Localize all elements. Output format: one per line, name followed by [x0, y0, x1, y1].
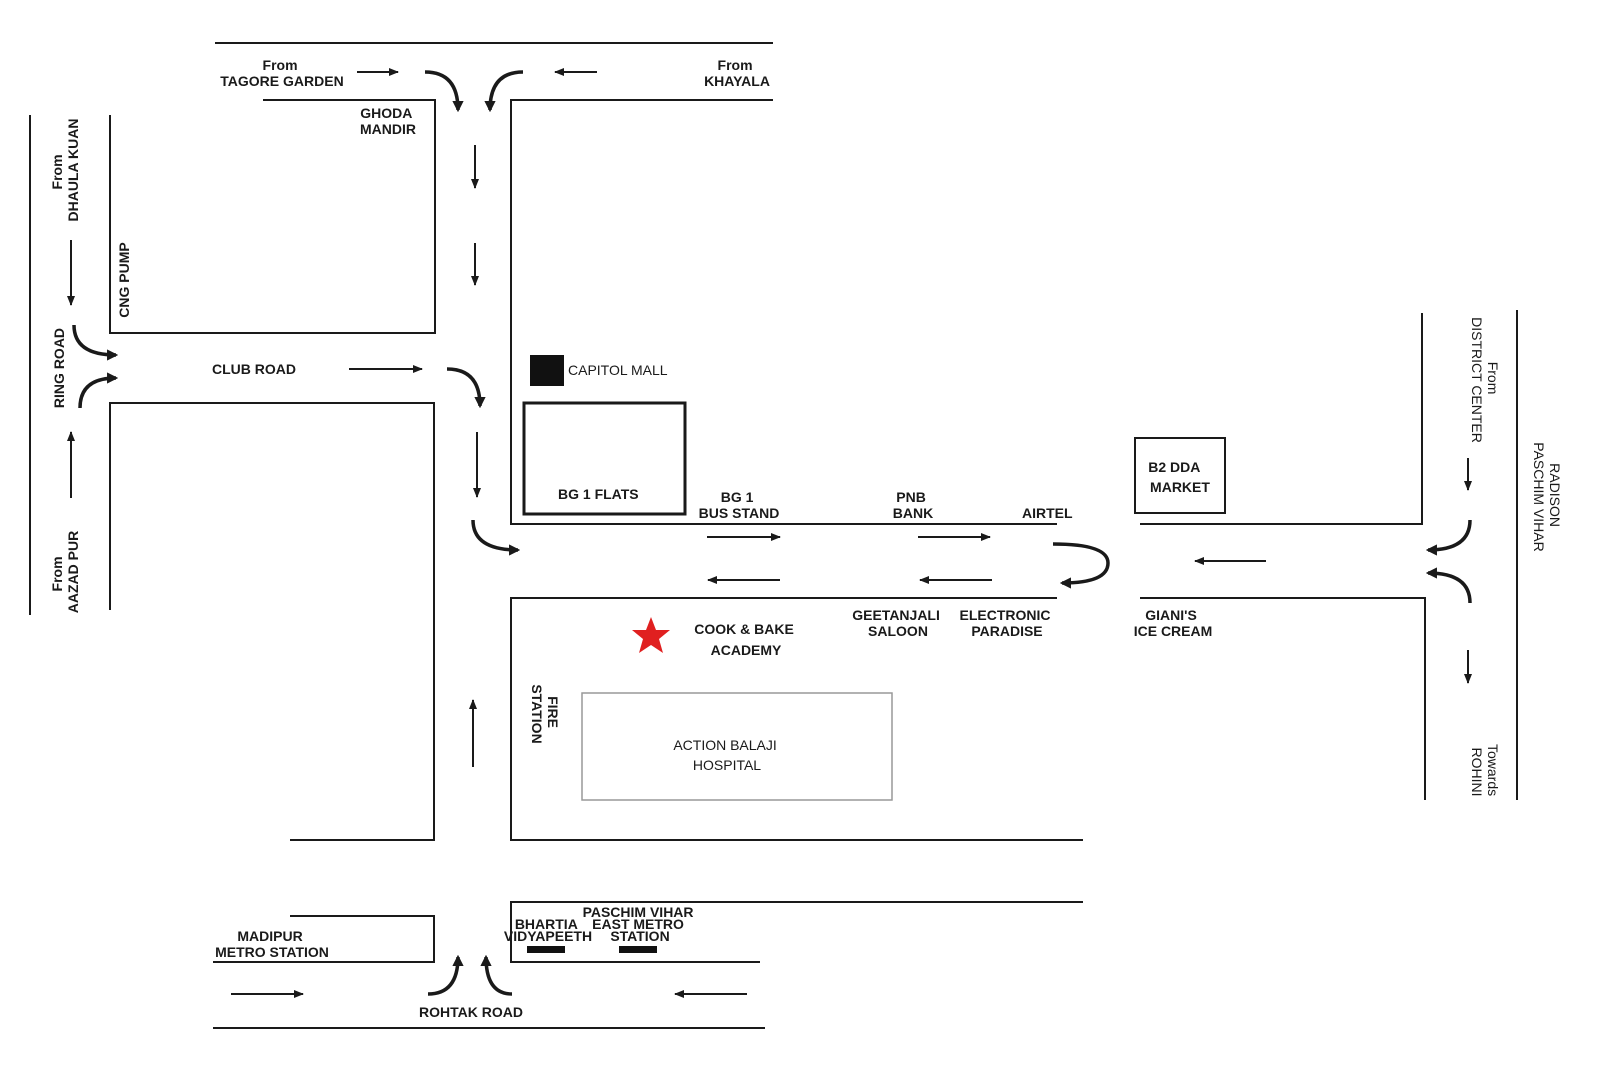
label-ring-road: RING ROAD — [51, 328, 67, 408]
label-rohtak-road: ROHTAK ROAD — [419, 1004, 523, 1020]
label-paschim-vihar-east-metro: PASCHIM VIHAR EAST METRO STATION — [583, 904, 698, 944]
label-club-road: CLUB ROAD — [212, 361, 296, 377]
label-towards-rohini: Towards ROHINI — [1469, 744, 1501, 800]
label-geetanjali-saloon: GEETANJALI SALOON — [852, 607, 944, 639]
label-cook-bake-academy: COOK & BAKE ACADEMY — [694, 621, 797, 658]
label-action-balaji-hospital: ACTION BALAJI HOSPITAL — [673, 737, 780, 773]
label-airtel: AIRTEL — [1022, 505, 1073, 521]
label-madipur-metro: MADIPUR METRO STATION — [215, 928, 329, 960]
label-bg1-flats: BG 1 FLATS — [558, 486, 639, 502]
capitol-mall-marker — [530, 355, 564, 386]
label-fire-station: FIRE STATION — [529, 684, 561, 743]
paschim-metro-marker — [619, 946, 657, 953]
label-b2-dda-market: B2 DDA MARKET — [1148, 459, 1210, 495]
label-electronic-paradise: ELECTRONIC PARADISE — [960, 607, 1055, 639]
road-outlines — [29, 42, 1518, 1029]
label-radison-paschim-vihar: RADISON PASCHIM VIHAR — [1531, 442, 1563, 551]
academy-star-icon — [632, 617, 670, 653]
b2-dda-market-block — [1134, 437, 1226, 514]
label-capitol-mall: CAPITOL MALL — [568, 362, 668, 378]
label-bhartia-vidyapeeth: BHARTIA VIDYAPEETH — [504, 916, 592, 944]
label-pnb-bank: PNB BANK — [893, 489, 933, 521]
label-from-dhaula-kuan: From DHAULA KUAN — [49, 119, 81, 222]
bg1-flats-block — [522, 401, 687, 516]
label-cng-pump: CNG PUMP — [116, 242, 132, 317]
bhartia-metro-marker — [527, 946, 565, 953]
label-from-aazad-pur: From AAZAD PUR — [49, 531, 81, 613]
label-ghoda-mandir: GHODA MANDIR — [360, 105, 416, 137]
hospital-block — [581, 692, 893, 801]
label-bg1-bus-stand: BG 1 BUS STAND — [699, 489, 780, 521]
turn-arrows — [72, 70, 1472, 996]
direction-arrows — [67, 68, 1472, 998]
label-gianis-ice-cream: GIANI'S ICE CREAM — [1134, 607, 1213, 639]
label-from-district-center: From DISTRICT CENTER — [1469, 317, 1501, 443]
label-from-khayala: From KHAYALA — [704, 57, 770, 89]
label-from-tagore-garden: From TAGORE GARDEN — [220, 57, 343, 89]
